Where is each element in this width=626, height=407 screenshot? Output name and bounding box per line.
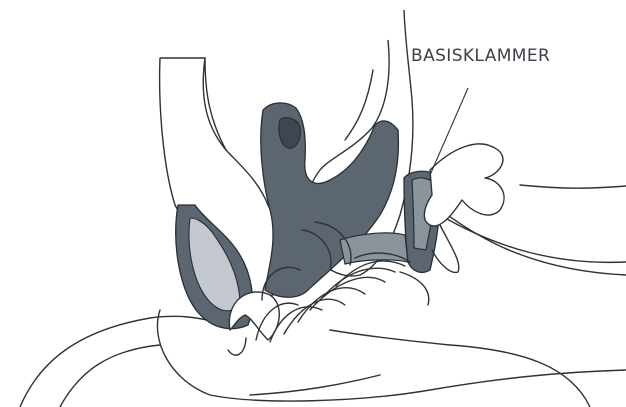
callout-label: BASISKLAMMER [411,46,550,66]
